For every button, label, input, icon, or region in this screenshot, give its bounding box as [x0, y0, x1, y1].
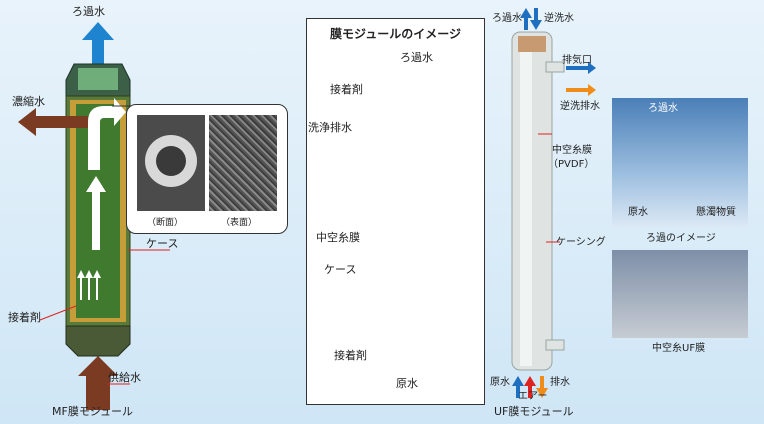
- uf-backwash-arrow: [530, 8, 542, 30]
- uf-filtrate-arrow: [520, 8, 532, 30]
- mf-module-caption: MF膜モジュール: [52, 405, 134, 418]
- uf-air-label: エアー: [518, 391, 548, 402]
- surface-caption: （表面）: [221, 218, 258, 228]
- uf-fiber-top: [518, 36, 546, 52]
- uf-module-illustration: [511, 8, 596, 398]
- exhaust-arrow: [566, 62, 596, 74]
- image-filtrate-label: ろ過水: [648, 103, 678, 114]
- filtrate-arrow-up: [82, 22, 114, 64]
- center-adhesive-top-label: 接着剤: [330, 83, 363, 96]
- feed-water-label: 供給水: [108, 371, 141, 384]
- mf-module-illustration: [18, 22, 170, 410]
- flow-arrow-bend-icon: [88, 98, 126, 170]
- exhaust-label: 排気口: [562, 55, 592, 66]
- mf-bottom-cap: [65, 325, 131, 357]
- uf-drain-arrow: [536, 376, 548, 398]
- flow-arrow-up-icon: [86, 176, 106, 250]
- hollow-fiber-label: 中空糸膜: [316, 231, 360, 244]
- cross-section-caption: （断面）: [147, 218, 184, 228]
- backwash-drain-label: 逆洗排水: [560, 101, 600, 112]
- uf-backwash-label: 逆洗水: [544, 13, 574, 24]
- feed-arrow-up: [78, 356, 118, 410]
- filtration-image-caption: ろ過のイメージ: [646, 233, 716, 244]
- uf-filtrate-label: ろ過水: [492, 13, 522, 24]
- center-adhesive-bottom-label: 接着剤: [334, 349, 367, 362]
- center-case-label: ケース: [324, 263, 357, 276]
- small-flow-arrows: [77, 270, 101, 300]
- filtration-image-photo: [612, 98, 748, 228]
- cross-section-micrograph: [137, 115, 205, 211]
- surface-micrograph: [209, 115, 277, 211]
- uf-air-arrow: [524, 376, 536, 398]
- backwash-drain-arrow: [566, 84, 596, 96]
- uf-exhaust-port: [545, 61, 565, 73]
- uf-casing-label: ケーシング: [556, 237, 606, 248]
- uf-raw-water-label: 原水: [490, 377, 510, 388]
- image-raw-water-label: 原水: [628, 207, 648, 218]
- uf-drain-label: 排水: [550, 377, 570, 388]
- uf-highlight: [520, 36, 532, 366]
- concentrate-arrow: [18, 108, 88, 136]
- uf-bottom-port: [545, 339, 565, 351]
- concentrate-label: 濃縮水: [12, 95, 45, 108]
- uf-fiber-photo: [612, 250, 748, 338]
- adhesive-leader: [39, 305, 77, 321]
- center-filtrate-label: ろ過水: [400, 51, 433, 64]
- uf-raw-arrow: [512, 376, 524, 398]
- mf-filtrate-label: ろ過水: [72, 5, 105, 18]
- mf-adhesive-label: 接着剤: [8, 311, 41, 324]
- mf-top-window: [78, 68, 118, 90]
- center-panel-title: 膜モジュールのイメージ: [330, 27, 461, 41]
- micrograph-panel: （断面） （表面）: [126, 104, 288, 234]
- mf-case-label: ケース: [146, 237, 179, 250]
- center-raw-water-label: 原水: [396, 377, 418, 390]
- uf-membrane-material: （PVDF）: [548, 159, 595, 170]
- cross-section-ring: [145, 135, 197, 187]
- uf-membrane-label: 中空糸膜: [552, 145, 592, 156]
- uf-fiber-caption: 中空糸UF膜: [652, 343, 706, 354]
- wash-drain-label: 洗浄排水: [308, 121, 352, 134]
- suspended-matter-label: 懸濁物質: [696, 207, 736, 218]
- uf-module-caption: UF膜モジュール: [494, 405, 574, 418]
- membrane-image-panel: 膜モジュールのイメージ: [306, 18, 485, 405]
